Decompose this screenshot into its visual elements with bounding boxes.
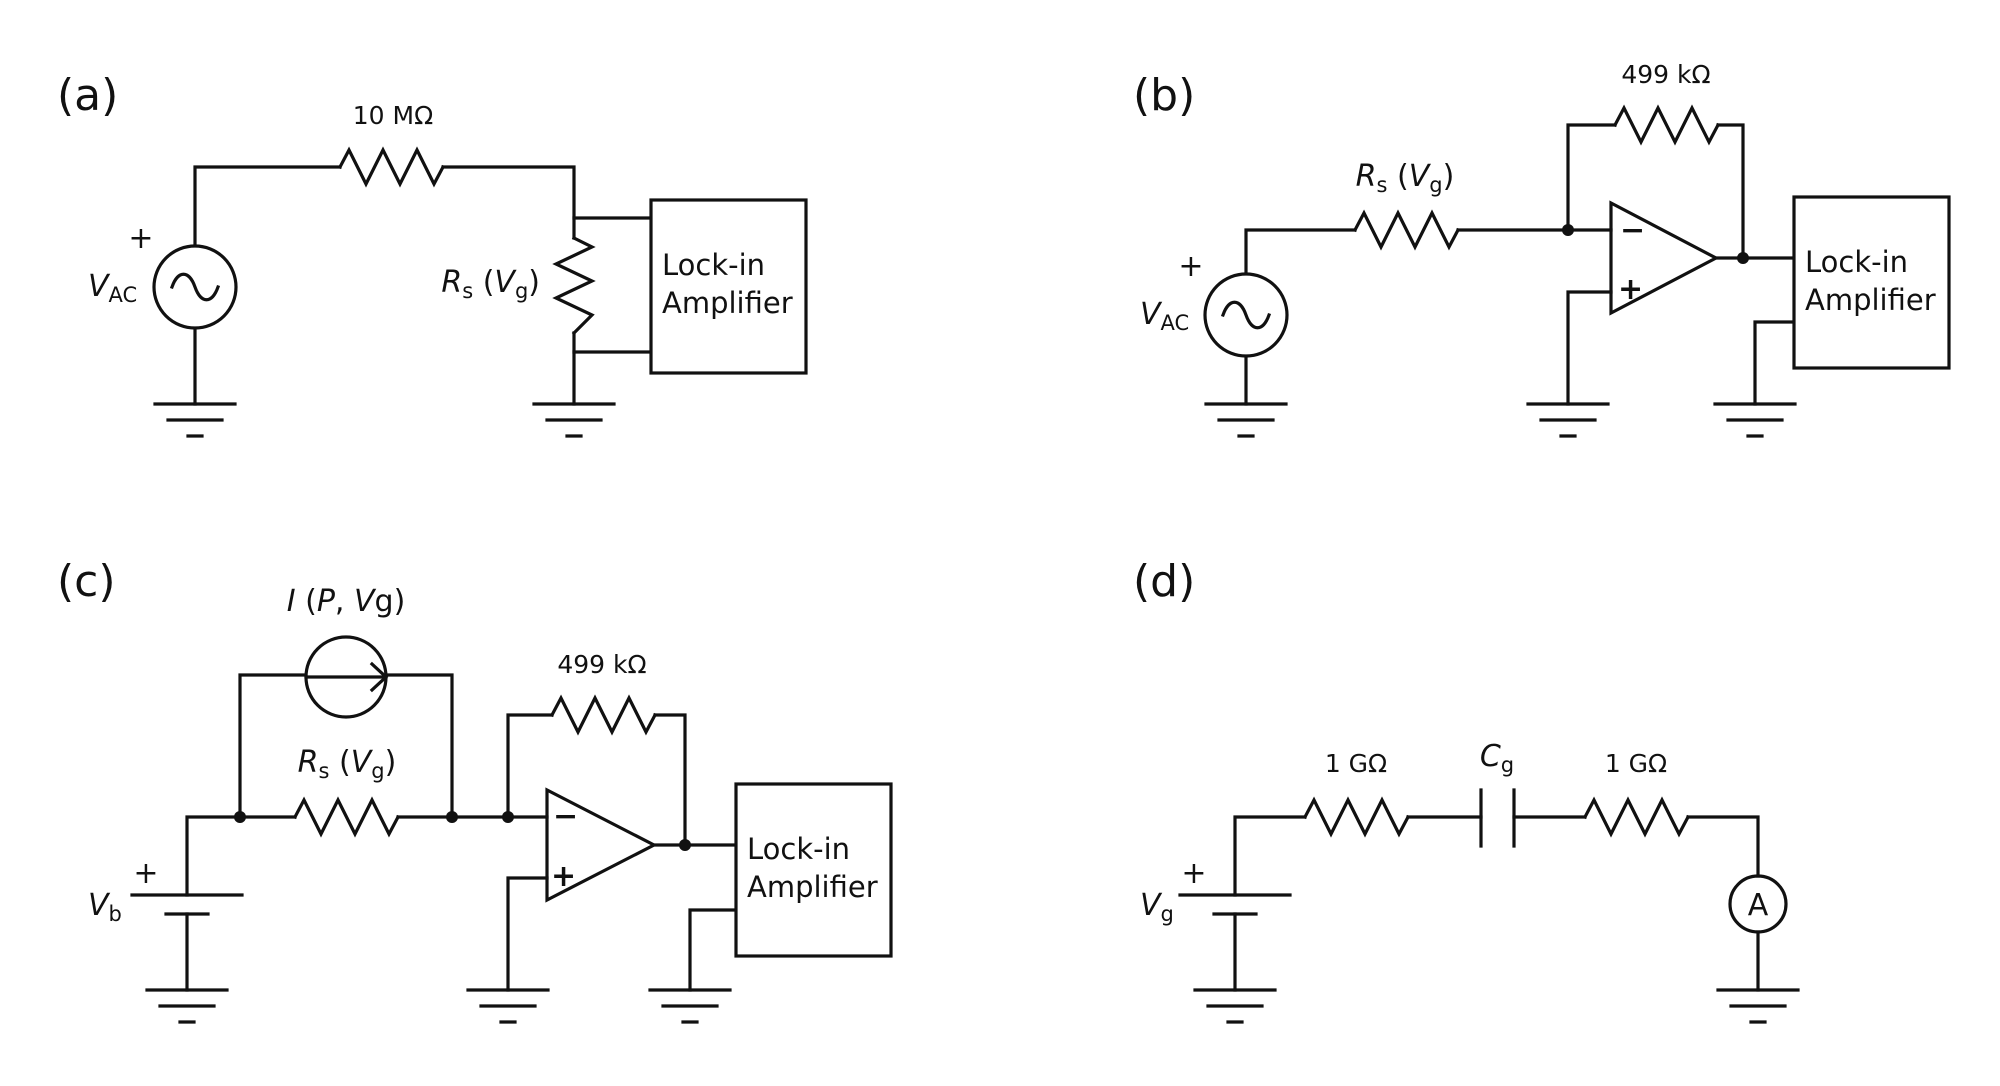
resistor-b-feedback-value: 499 kΩ <box>1621 60 1710 89</box>
resistor-b-rs <box>1352 209 1461 251</box>
junction-dot <box>1562 224 1574 236</box>
wire-c-cs-right <box>385 673 454 819</box>
lockin-amplifier-a <box>649 198 808 375</box>
resistor-d-left <box>1302 796 1411 838</box>
resistor-a-series <box>337 146 446 188</box>
capacitor-d <box>1479 788 1516 848</box>
ground-icon <box>1716 988 1800 1024</box>
wire-c-lockin-ground <box>688 908 738 992</box>
resistor-a-rs-label: Rs (Vg) <box>441 265 540 303</box>
lockin-c-line1: Lock-in <box>747 832 850 866</box>
ac-source-a-plus: + <box>128 221 153 256</box>
ground-icon <box>532 402 616 438</box>
battery-d-label: Vg <box>1140 888 1174 926</box>
junction-dot <box>1737 252 1749 264</box>
resistor-c-rs-label: Rs (Vg) <box>298 745 397 783</box>
wire-b-feedback-right <box>1716 123 1745 260</box>
capacitor-d-label: Cg <box>1480 739 1514 777</box>
junction-dot <box>679 839 691 851</box>
lockin-b-line2: Amplifier <box>1805 283 1936 317</box>
resistor-d-left-value: 1 GΩ <box>1325 749 1387 778</box>
wire-a-top-left <box>193 165 342 247</box>
wire-a-top-right <box>441 165 576 240</box>
wire-d-to-ammeter <box>1686 815 1760 878</box>
ac-source-b-label: VAC <box>1140 297 1189 335</box>
panel-d: (d) 1 GΩ Cg 1 GΩ A + Vg <box>1133 556 1800 1024</box>
wire-c-plus-ground <box>506 876 549 992</box>
junction-dot <box>502 811 514 823</box>
wire-c-main-left <box>185 815 297 897</box>
resistor-d-right <box>1582 796 1691 838</box>
opamp-c <box>545 787 658 903</box>
wire-c-cs-left <box>238 673 307 819</box>
resistor-b-rs-label: Rs (Vg) <box>1356 159 1455 197</box>
opamp-c-plus: + <box>551 859 576 894</box>
ac-source-a-label: VAC <box>88 269 137 307</box>
resistor-c-feedback <box>549 694 658 736</box>
panel-a-label: (a) <box>57 70 118 121</box>
lockin-a-line2: Amplifier <box>662 286 793 320</box>
ground-icon <box>1204 402 1288 438</box>
opamp-b-minus: − <box>1620 213 1645 248</box>
resistor-a-rs <box>552 235 596 336</box>
battery-c-plus: + <box>133 856 158 891</box>
battery-c-label: Vb <box>88 888 122 926</box>
resistor-a-series-value: 10 MΩ <box>353 101 433 130</box>
ammeter-d-label: A <box>1748 888 1769 923</box>
ground-icon <box>1713 402 1797 438</box>
resistor-d-right-value: 1 GΩ <box>1605 749 1667 778</box>
lockin-c-line2: Amplifier <box>747 870 878 904</box>
panel-c: (c) I (P, Vg) Rs (Vg) + Vb 499 kΩ − + <box>57 556 893 1024</box>
ground-icon <box>153 402 237 438</box>
battery-d-plus: + <box>1181 856 1206 891</box>
lockin-amplifier-b <box>1792 195 1951 370</box>
resistor-c-feedback-value: 499 kΩ <box>557 650 646 679</box>
opamp-b-plus: + <box>1618 272 1643 307</box>
ac-source-b-plus: + <box>1178 249 1203 284</box>
wire-c-feedback-right <box>653 713 687 847</box>
wire-b-feedback-left <box>1566 123 1617 232</box>
ground-icon <box>1193 988 1277 1024</box>
lockin-b-line1: Lock-in <box>1805 245 1908 279</box>
panel-d-label: (d) <box>1133 556 1195 607</box>
sine-icon <box>169 272 221 302</box>
ac-source-a <box>152 244 238 330</box>
ground-icon <box>145 988 229 1024</box>
wire-b-source-top <box>1244 228 1357 275</box>
current-source-c-label: I (P, Vg) <box>287 584 406 619</box>
lockin-amplifier-c <box>734 782 893 958</box>
arrow-right-icon <box>304 661 389 693</box>
panel-b: (b) Rs (Vg) + VAC 499 kΩ − + Lock-in Amp… <box>1133 60 1951 438</box>
resistor-c-rs <box>292 796 401 838</box>
lockin-a-line1: Lock-in <box>662 248 765 282</box>
ground-icon <box>648 988 732 1024</box>
junction-dot <box>446 811 458 823</box>
ground-icon <box>466 988 550 1024</box>
panel-b-label: (b) <box>1133 70 1195 121</box>
wire-c-feedback-left <box>506 713 554 819</box>
ground-icon <box>1526 402 1610 438</box>
panel-a: (a) 10 MΩ Rs (Vg) + VAC Lock-in Amplifie… <box>57 70 808 438</box>
resistor-b-feedback <box>1612 104 1721 146</box>
junction-dot <box>234 811 246 823</box>
panel-c-label: (c) <box>57 556 116 607</box>
opamp-c-minus: − <box>553 799 578 834</box>
wire-b-plus-ground <box>1566 290 1613 406</box>
ac-source-b <box>1203 272 1289 358</box>
wire-b-lockin-ground <box>1753 320 1796 406</box>
sine-icon <box>1220 300 1272 330</box>
opamp-b <box>1609 200 1720 316</box>
wire-d-left <box>1233 815 1307 897</box>
